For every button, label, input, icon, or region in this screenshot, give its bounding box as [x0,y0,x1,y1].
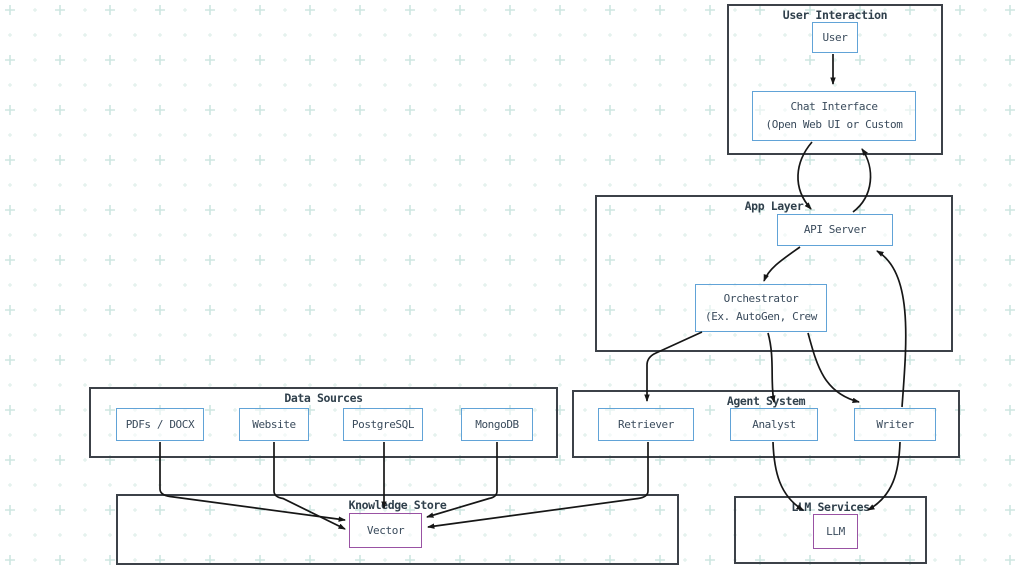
node-api-server-label: API Server [803,223,867,237]
node-user-label: User [822,30,848,44]
node-llm: LLM [813,514,858,549]
node-website: Website [239,408,309,441]
node-user: User [812,22,858,53]
node-chat-interface-line2: (Open Web UI or Custom [765,118,903,131]
container-knowledge-store: Knowledge Store [116,494,679,565]
node-pdfs-docx: PDFs / DOCX [116,408,204,441]
container-llm-services-label: LLM Services [791,500,870,514]
node-mongodb: MongoDB [461,408,533,441]
node-llm-label: LLM [826,524,845,538]
node-chat-interface: Chat Interface (Open Web UI or Custom [752,91,916,141]
node-chat-interface-line1: Chat Interface [790,100,878,114]
node-vector-label: Vector [366,523,405,537]
node-pdfs-docx-label: PDFs / DOCX [125,417,195,431]
node-retriever-label: Retriever [617,417,674,431]
node-orchestrator: Orchestrator (Ex. AutoGen, Crew [695,284,827,332]
node-postgresql-label: PostgreSQL [351,417,415,431]
container-data-sources-label: Data Sources [284,391,363,405]
node-retriever: Retriever [598,408,694,441]
container-llm-services: LLM Services [734,496,927,564]
container-knowledge-store-label: Knowledge Store [348,498,447,512]
node-writer: Writer [854,408,936,441]
node-website-label: Website [252,417,296,431]
node-orchestrator-line1: Orchestrator [723,292,799,306]
node-writer-label: Writer [876,417,914,431]
node-orchestrator-line2: (Ex. AutoGen, Crew [704,310,817,323]
node-postgresql: PostgreSQL [343,408,423,441]
node-vector: Vector [349,513,422,548]
node-analyst: Analyst [730,408,818,441]
node-api-server: API Server [777,214,893,246]
node-analyst-label: Analyst [752,417,796,431]
container-agent-system-label: Agent System [726,394,806,408]
node-mongodb-label: MongoDB [475,417,519,431]
container-user-interaction: User Interaction [727,4,943,155]
container-user-interaction-label: User Interaction [782,8,888,22]
container-agent-system: Agent System [572,390,960,458]
container-app-layer-label: App Layer [744,199,804,213]
